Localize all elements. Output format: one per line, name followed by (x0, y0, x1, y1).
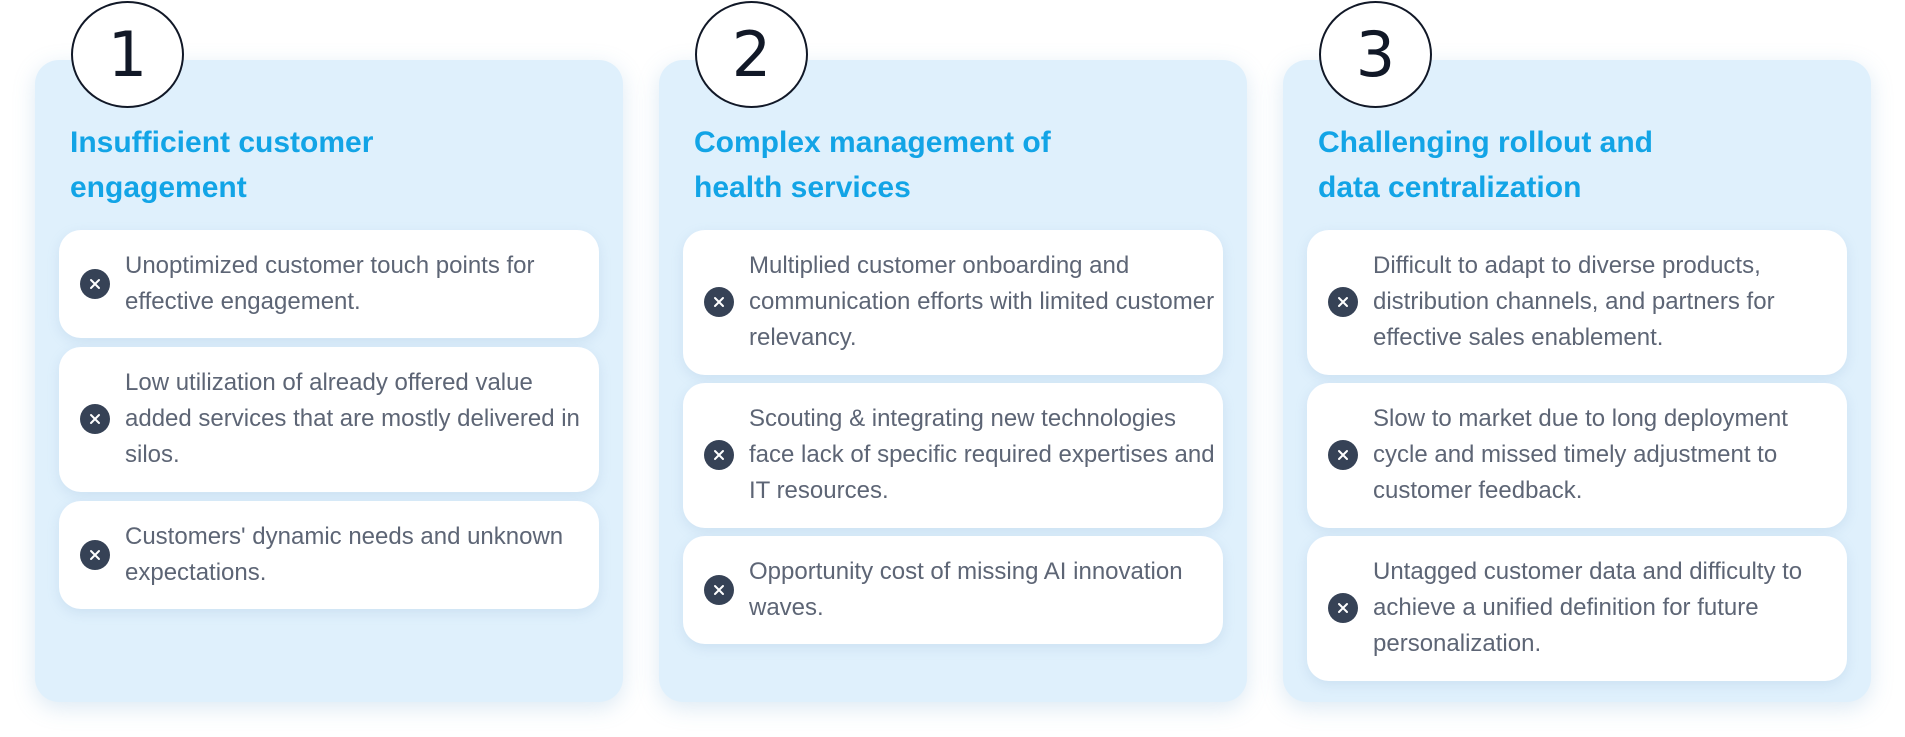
close-icon (704, 575, 734, 605)
close-icon (1328, 287, 1358, 317)
close-icon (704, 440, 734, 470)
close-icon (1328, 593, 1358, 623)
panel-title: Challenging rollout and data centralizat… (1318, 120, 1738, 210)
pain-point-text: Difficult to adapt to diverse products, … (1373, 252, 1775, 351)
panel-title-line: engagement (70, 171, 247, 204)
pain-point-card: Customers' dynamic needs and unknown exp… (59, 501, 599, 609)
panel-title: Insufficient customer engagement (70, 120, 490, 210)
pain-point-text: Scouting & integrating new technologies … (749, 405, 1215, 504)
pain-point-text: Customers' dynamic needs and unknown exp… (125, 523, 564, 586)
close-icon (80, 404, 110, 434)
pain-point-text: Slow to market due to long deployment cy… (1373, 405, 1788, 504)
panel-title-line: data centralization (1318, 171, 1582, 204)
pain-point-card: Difficult to adapt to diverse products, … (1307, 230, 1847, 375)
pain-point-panel-3: 3 Challenging rollout and data centraliz… (1283, 1, 1871, 702)
pain-point-card: Untagged customer data and difficulty to… (1307, 536, 1847, 681)
panel-title-line: Insufficient customer (70, 126, 374, 159)
panel-title-line: Challenging rollout and (1318, 126, 1653, 159)
pain-point-card: Slow to market due to long deployment cy… (1307, 383, 1847, 528)
pain-point-text: Untagged customer data and difficulty to… (1373, 558, 1803, 657)
step-number-badge: 2 (695, 1, 808, 108)
close-icon (80, 540, 110, 570)
pain-point-text: Opportunity cost of missing AI innovatio… (749, 558, 1183, 621)
pain-point-card: Unoptimized customer touch points for ef… (59, 230, 599, 338)
pain-point-text: Low utilization of already offered value… (125, 369, 580, 468)
pain-point-card: Scouting & integrating new technologies … (683, 383, 1223, 528)
pain-point-card: Multiplied customer onboarding and commu… (683, 230, 1223, 375)
step-number-badge: 1 (71, 1, 184, 108)
close-icon (704, 287, 734, 317)
pain-point-panel-1: 1 Insufficient customer engagement Unopt… (35, 1, 623, 702)
close-icon (80, 269, 110, 299)
panel-title-line: Complex management of (694, 126, 1051, 159)
step-number-badge: 3 (1319, 1, 1432, 108)
pain-point-text: Unoptimized customer touch points for ef… (125, 252, 535, 315)
panel-title: Complex management of health services (694, 120, 1114, 210)
pain-point-card: Low utilization of already offered value… (59, 347, 599, 492)
pain-point-card: Opportunity cost of missing AI innovatio… (683, 536, 1223, 644)
panel-title-line: health services (694, 171, 911, 204)
pain-point-panel-2: 2 Complex management of health services … (659, 1, 1247, 702)
close-icon (1328, 440, 1358, 470)
pain-point-text: Multiplied customer onboarding and commu… (749, 252, 1215, 351)
